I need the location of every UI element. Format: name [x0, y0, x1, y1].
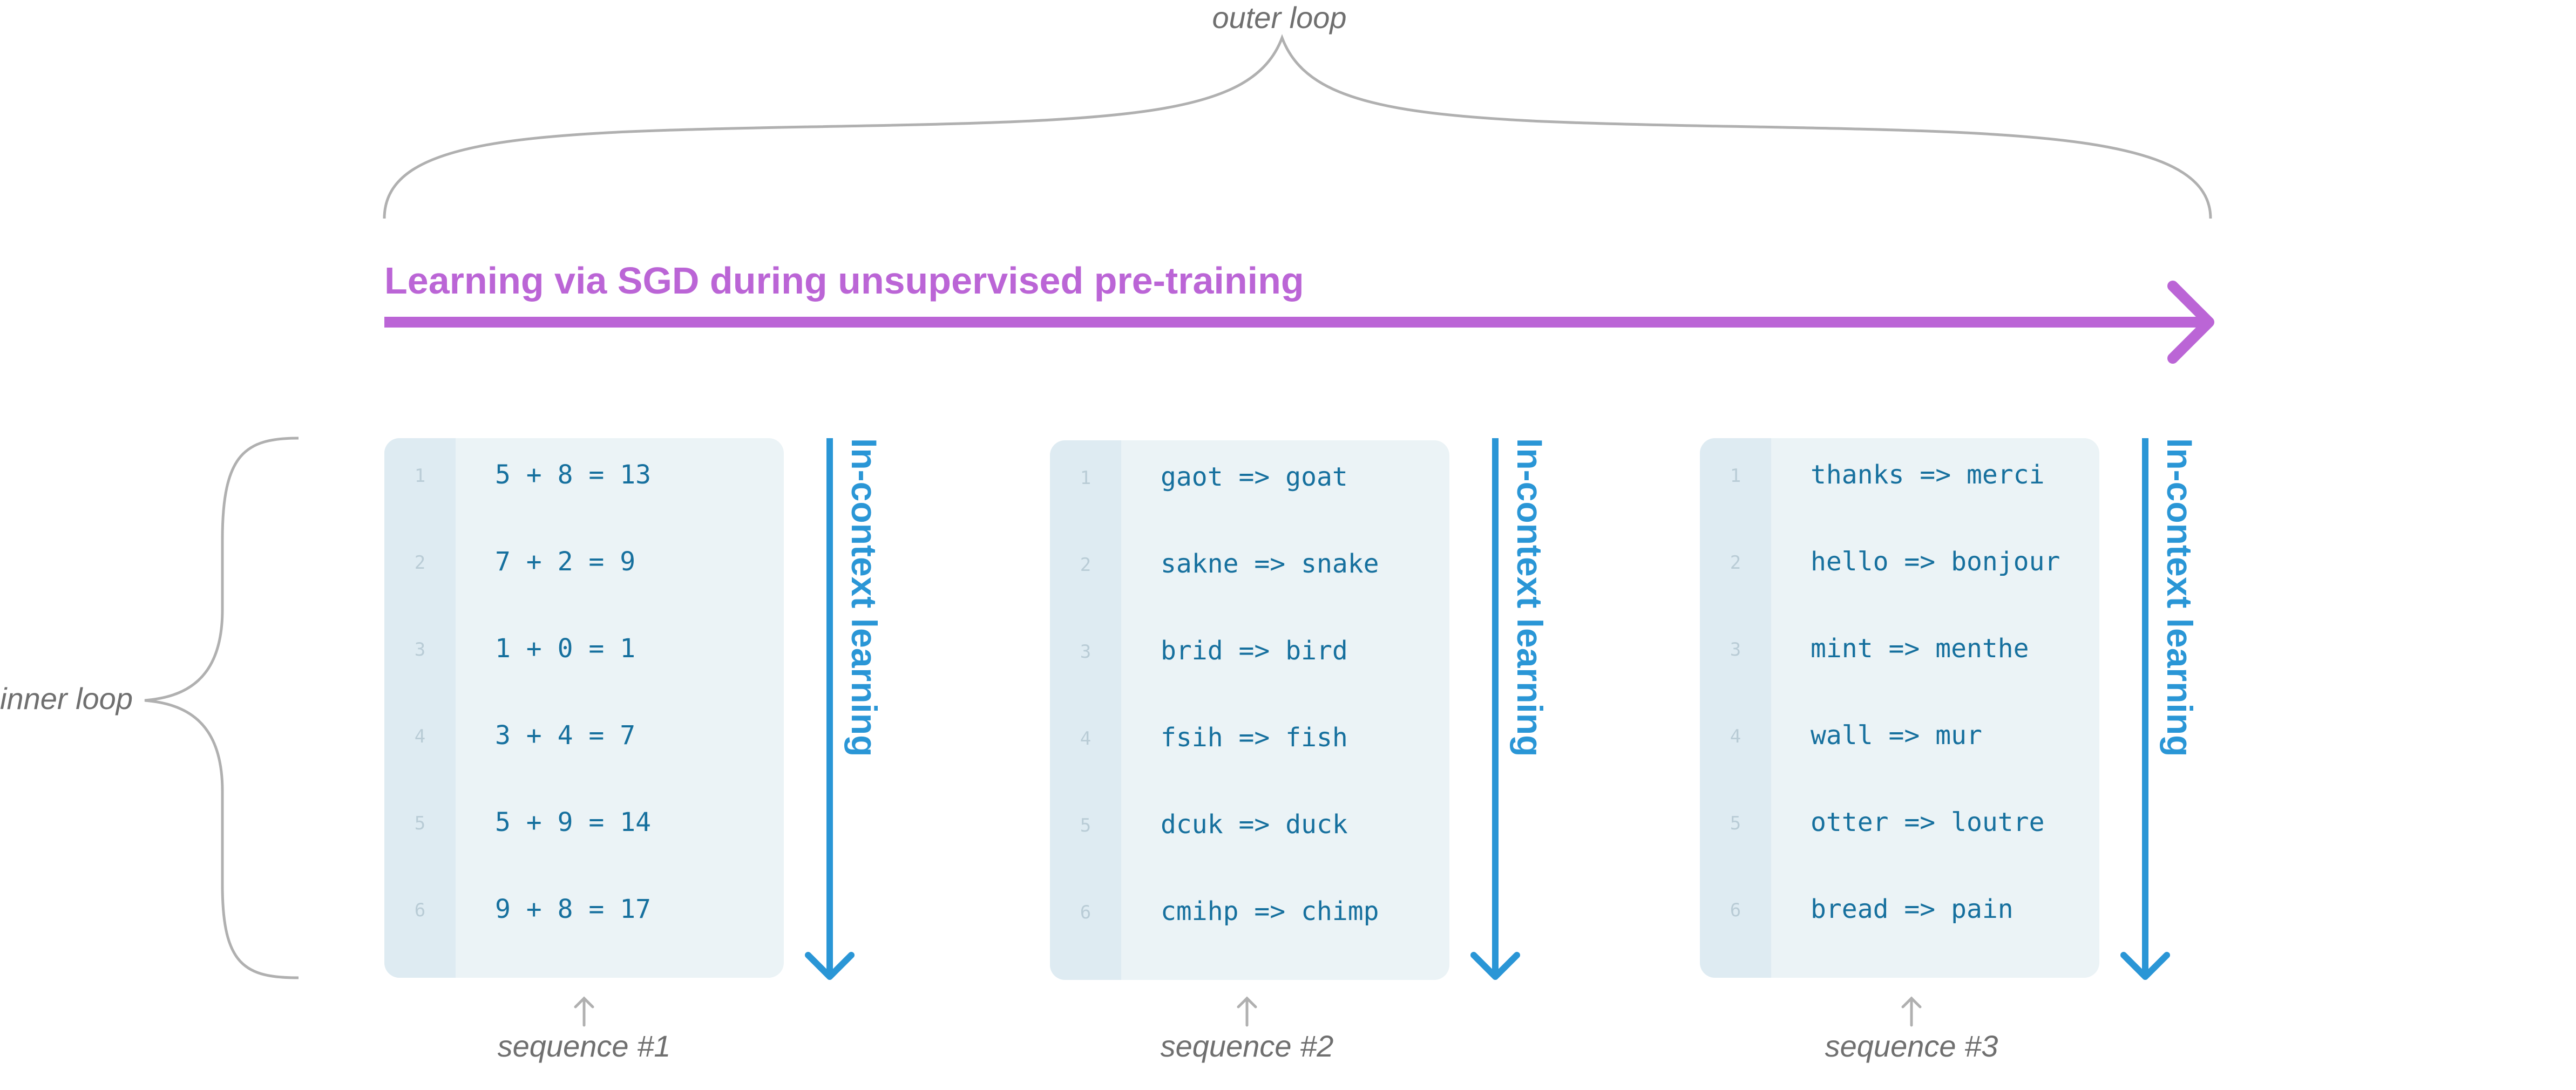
in-context-label-1: In-context learning: [844, 438, 884, 757]
code-text: 5 + 8 = 13: [495, 460, 651, 490]
line-number: 6: [414, 900, 426, 921]
inner-loop-label: inner loop: [0, 682, 133, 716]
line-number: 1: [1730, 465, 1741, 487]
line-number-gutter: [384, 438, 456, 978]
code-text: thanks => merci: [1811, 460, 2045, 490]
code-line: 1 5 + 8 = 13: [384, 438, 784, 524]
code-text: brid => bird: [1161, 636, 1348, 666]
code-line: 2 7 + 2 = 9: [384, 525, 784, 611]
code-line: 2 hello => bonjour: [1700, 525, 2099, 611]
sequence-panel-2: 1 gaot => goat 2 sakne => snake 3 brid =…: [1050, 440, 1449, 980]
line-number: 2: [1080, 554, 1092, 576]
code-line: 1 thanks => merci: [1700, 438, 2099, 524]
line-number: 2: [414, 552, 426, 574]
code-text: 9 + 8 = 17: [495, 894, 651, 924]
code-text: 5 + 9 = 14: [495, 807, 651, 837]
code-line: 3 1 + 0 = 1: [384, 612, 784, 698]
sequence-3-up-arrow: [1901, 996, 1922, 1027]
code-text: wall => mur: [1811, 720, 1982, 751]
outer-loop-label: outer loop: [1212, 1, 1347, 35]
sequence-label-2: sequence #2: [1160, 1029, 1334, 1063]
code-text: 7 + 2 = 9: [495, 547, 636, 577]
outer-loop-brace: [383, 33, 2212, 219]
line-number: 5: [1080, 815, 1092, 836]
code-text: otter => loutre: [1811, 807, 2045, 837]
line-number-gutter: [1700, 438, 1771, 978]
code-line: 6 cmihp => chimp: [1050, 875, 1449, 961]
code-text: hello => bonjour: [1811, 547, 2060, 577]
line-number: 4: [1730, 726, 1741, 747]
in-context-label-2: In-context learning: [1510, 438, 1550, 757]
in-context-arrow-1: [805, 438, 855, 980]
code-line: 1 gaot => goat: [1050, 440, 1449, 527]
in-context-arrow-2: [1470, 438, 1520, 980]
code-line: 4 fsih => fish: [1050, 701, 1449, 787]
sequence-panel-3: 1 thanks => merci 2 hello => bonjour 3 m…: [1700, 438, 2099, 978]
line-number: 1: [414, 465, 426, 487]
line-number: 1: [1080, 467, 1092, 489]
line-number: 3: [414, 639, 426, 660]
code-text: fsih => fish: [1161, 723, 1348, 753]
line-number: 6: [1080, 902, 1092, 923]
code-text: bread => pain: [1811, 894, 2014, 924]
sequence-panel-1: 1 5 + 8 = 13 2 7 + 2 = 9 3 1 + 0 = 1 4 3…: [384, 438, 784, 978]
code-line: 3 brid => bird: [1050, 614, 1449, 700]
code-line: 4 3 + 4 = 7: [384, 699, 784, 785]
code-text: 3 + 4 = 7: [495, 720, 636, 751]
code-line: 3 mint => menthe: [1700, 612, 2099, 698]
code-text: dcuk => duck: [1161, 809, 1348, 840]
line-number: 3: [1730, 639, 1741, 660]
line-number: 4: [414, 726, 426, 747]
code-line: 6 bread => pain: [1700, 873, 2099, 959]
in-context-label-3: In-context learning: [2160, 438, 2200, 757]
in-context-arrow-3: [2120, 438, 2170, 980]
line-number: 3: [1080, 641, 1092, 663]
code-text: mint => menthe: [1811, 633, 2029, 664]
code-line: 5 dcuk => duck: [1050, 788, 1449, 874]
sequence-1-up-arrow: [574, 996, 594, 1027]
sequence-label-1: sequence #1: [497, 1029, 671, 1063]
sgd-title: Learning via SGD during unsupervised pre…: [384, 260, 1304, 302]
line-number: 4: [1080, 728, 1092, 750]
sequence-2-up-arrow: [1237, 996, 1257, 1027]
code-line: 2 sakne => snake: [1050, 527, 1449, 614]
code-line: 6 9 + 8 = 17: [384, 873, 784, 959]
code-line: 4 wall => mur: [1700, 699, 2099, 785]
line-number: 6: [1730, 900, 1741, 921]
code-text: 1 + 0 = 1: [495, 633, 636, 664]
code-line: 5 5 + 9 = 14: [384, 786, 784, 872]
inner-loop-brace: [144, 437, 299, 979]
code-text: sakne => snake: [1161, 549, 1379, 579]
line-number: 5: [1730, 813, 1741, 834]
sequence-label-3: sequence #3: [1825, 1029, 1998, 1063]
code-line: 5 otter => loutre: [1700, 786, 2099, 872]
line-number-gutter: [1050, 440, 1121, 980]
line-number: 5: [414, 813, 426, 834]
line-number: 2: [1730, 552, 1741, 574]
code-text: gaot => goat: [1161, 462, 1348, 492]
code-text: cmihp => chimp: [1161, 896, 1379, 927]
sgd-arrow-head: [2167, 281, 2214, 364]
